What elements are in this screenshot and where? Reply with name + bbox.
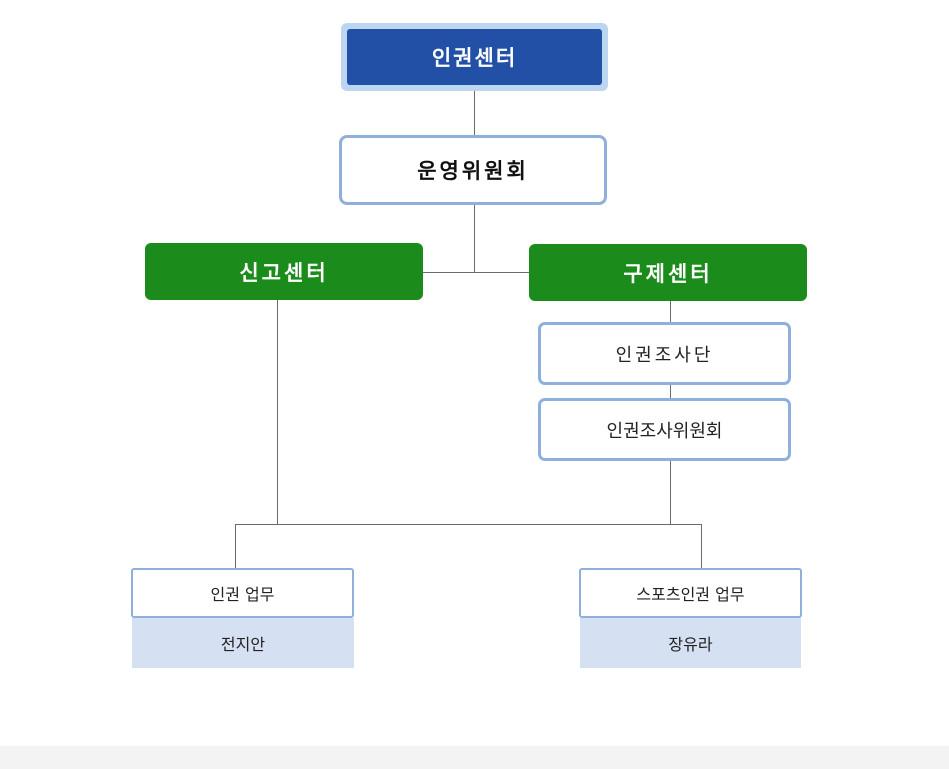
- connector-bottom-horizontal: [235, 524, 702, 525]
- connector-investigation-down: [670, 461, 671, 524]
- connector-team-committee: [670, 385, 671, 399]
- connector-report-down: [277, 300, 278, 524]
- node-investigation-committee: 인권조사위원회: [538, 398, 791, 461]
- connector-root-committee: [474, 91, 475, 135]
- node-operating-committee: 운영위원회: [339, 135, 607, 205]
- node-report-center: 신고센터: [145, 243, 423, 300]
- connector-relief-team: [670, 301, 671, 323]
- footer-band: [0, 746, 949, 769]
- duty-card-left-title: 인권 업무: [131, 568, 354, 618]
- node-investigation-team: 인권조사단: [538, 322, 791, 385]
- duty-card-right-person: 장유라: [580, 618, 801, 668]
- duty-card-right-title: 스포츠인권 업무: [579, 568, 802, 618]
- node-relief-center: 구제센터: [529, 244, 807, 301]
- node-human-rights-center: 인권센터: [341, 23, 608, 91]
- connector-committee-down: [474, 205, 475, 273]
- connector-right-card: [701, 524, 702, 569]
- node-human-rights-center-label: 인권센터: [347, 29, 602, 85]
- connector-center-horizontal: [423, 272, 529, 273]
- connector-left-card: [235, 524, 236, 569]
- duty-card-left-person: 전지안: [132, 618, 354, 668]
